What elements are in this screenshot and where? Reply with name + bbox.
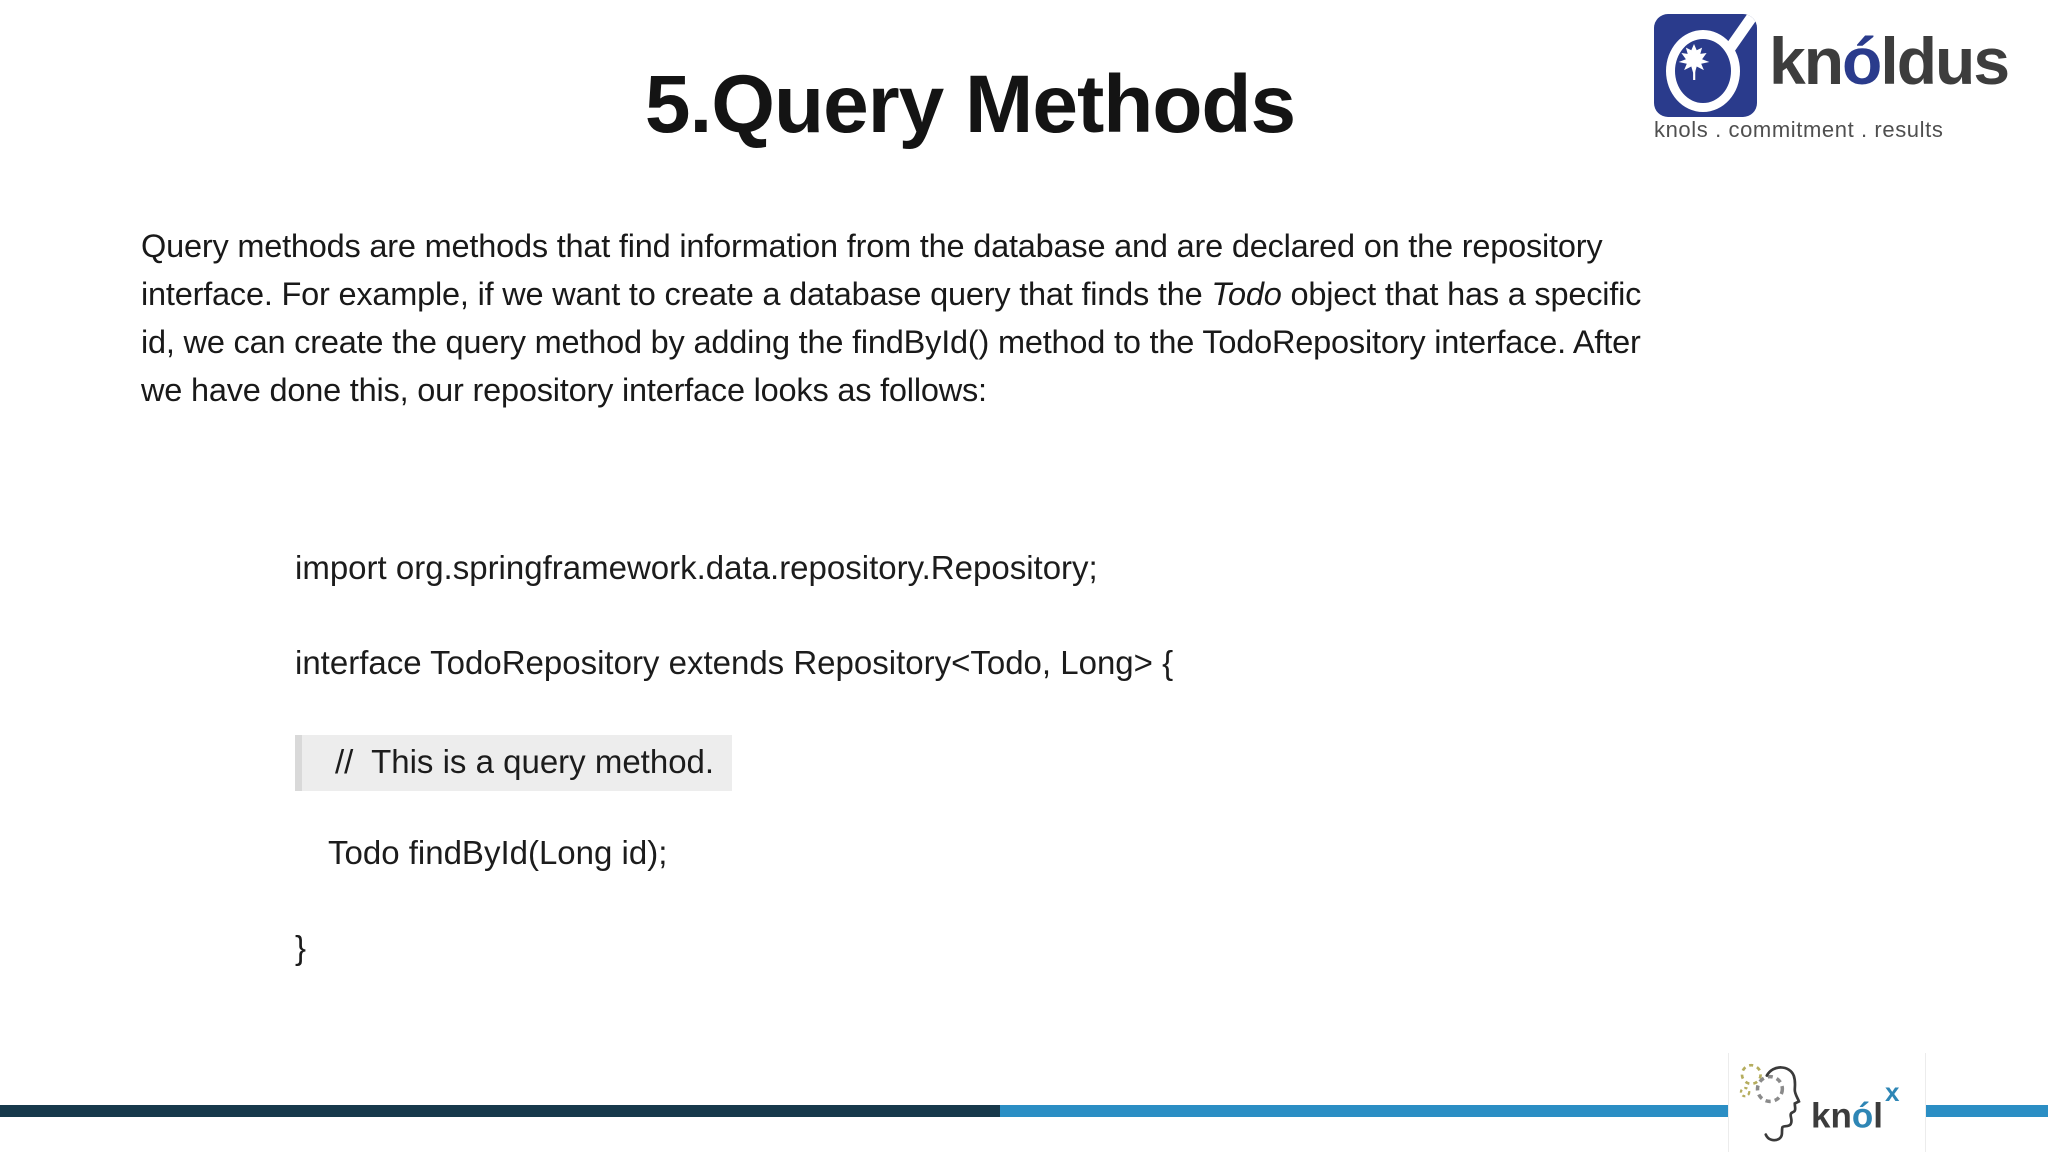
knolx-superscript: x [1884, 1077, 1900, 1108]
paragraph-line: id, we can create the query method by ad… [141, 324, 1641, 360]
code-line-comment-highlighted: // This is a query method. [295, 735, 733, 791]
wordmark-post: ldus [1880, 24, 2010, 98]
paragraph-text: object that has a specific [1281, 276, 1642, 312]
paragraph-text: interface. For example, if we want to cr… [141, 276, 1212, 312]
knoldus-logo: knóldus knols . commitment . results [1654, 14, 2026, 143]
knolx-wordmark-post: l [1873, 1096, 1883, 1136]
ring-icon [1666, 30, 1740, 112]
body-paragraph: Query methods are methods that find info… [141, 222, 1641, 414]
paragraph-italic-text: Todo [1211, 276, 1282, 312]
code-line-method: Todo findById(Long id); [328, 834, 668, 871]
maple-leaf-icon [1678, 44, 1710, 80]
knolx-head-icon [1739, 1063, 1801, 1141]
code-block: import org.springframework.data.reposito… [295, 545, 1173, 1020]
wordmark-accent: ó [1842, 24, 1882, 98]
knoldus-tagline: knols . commitment . results [1654, 117, 1944, 142]
knoldus-logo-icon [1654, 14, 1757, 117]
paragraph-line: Query methods are methods that find info… [141, 228, 1603, 264]
paragraph-line: interface. For example, if we want to cr… [141, 270, 1641, 318]
paragraph-line: we have done this, our repository interf… [141, 372, 987, 408]
knolx-wordmark-accent: ó [1851, 1096, 1874, 1136]
code-line-interface: interface TodoRepository extends Reposit… [295, 644, 1174, 681]
knolx-wordmark: knólx [1811, 1077, 1899, 1136]
code-line-import: import org.springframework.data.reposito… [295, 549, 1098, 586]
wordmark-pre: kn [1769, 24, 1844, 98]
knoldus-wordmark: knóldus [1769, 14, 2010, 109]
slide-title: 5.Query Methods [644, 59, 1296, 150]
code-line-closing-brace: } [295, 929, 307, 966]
knolx-wordmark-pre: kn [1811, 1096, 1852, 1136]
footer-bar-dark [0, 1105, 1000, 1117]
knolx-logo: knólx [1728, 1053, 1926, 1152]
